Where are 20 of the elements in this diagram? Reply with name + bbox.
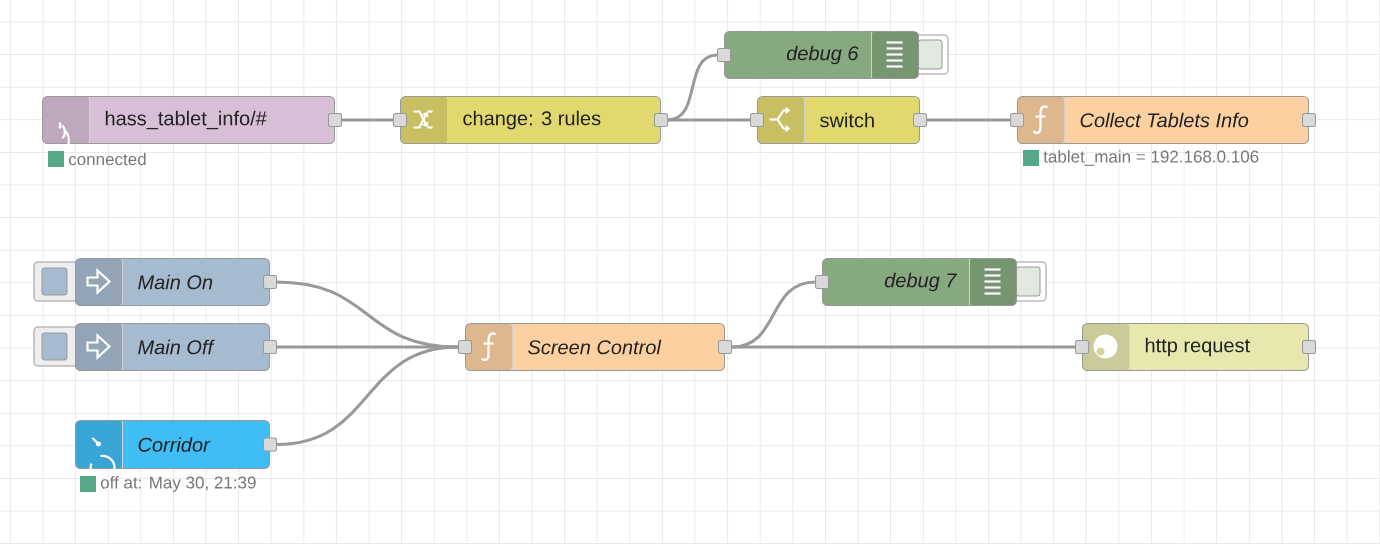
flow-node: Main On [33, 258, 277, 306]
flow-node: Main Off [33, 323, 277, 371]
wire [667, 53, 718, 122]
wire [667, 118, 751, 122]
wire [731, 345, 1076, 349]
wire [341, 118, 394, 122]
status-label: tablet_main = 192.168.0.106 [1023, 150, 1259, 166]
flow-node: hass_tablet_info/# [42, 96, 342, 152]
flow-node: debug 6 [717, 31, 949, 79]
flow-node: Screen Control [458, 323, 732, 371]
flow-node: switch [750, 96, 927, 144]
wire [926, 118, 1011, 122]
wire [731, 280, 816, 349]
flow-node: change: 3 rules [393, 96, 668, 144]
wire [276, 345, 459, 446]
status-label: connected [48, 151, 146, 167]
wire [276, 280, 459, 349]
flow-node: debug 7 [815, 258, 1047, 306]
flow-node: http request [1075, 323, 1316, 371]
flow-node: Collect Tablets Info [1010, 96, 1316, 144]
